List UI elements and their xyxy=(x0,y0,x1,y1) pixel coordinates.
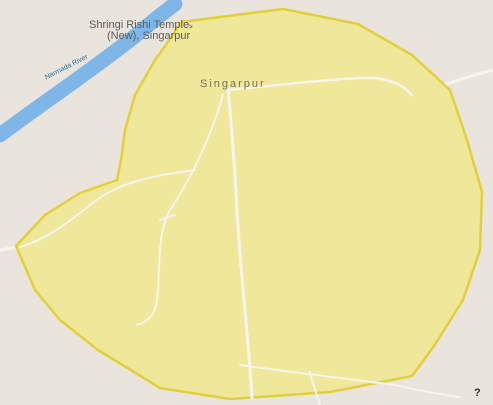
road-northeast xyxy=(226,76,414,97)
place-pin-icon[interactable]: ↘ xyxy=(186,20,194,30)
road-short-branch xyxy=(159,214,176,221)
road-main-ns xyxy=(226,88,254,400)
river xyxy=(0,0,183,143)
road-southwest-branch xyxy=(136,94,224,326)
poi-label-line1[interactable]: Shringi Rishi Temple xyxy=(89,19,190,31)
poi-label-line2[interactable]: (New), Singarpur xyxy=(107,30,191,42)
road-south xyxy=(239,364,461,398)
place-label-singarpur[interactable]: Singarpur xyxy=(200,78,266,90)
road-west xyxy=(19,169,196,248)
help-icon[interactable]: ? xyxy=(474,387,481,399)
region-boundary xyxy=(14,7,484,401)
road-south-branch xyxy=(309,371,321,405)
